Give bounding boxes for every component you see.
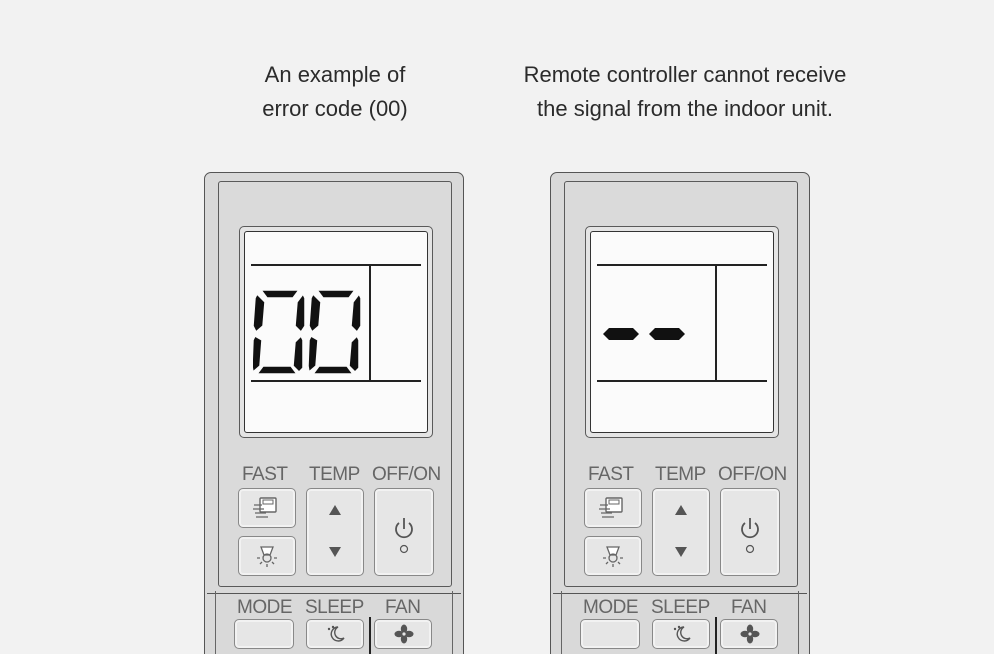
lcd-bottom-line — [597, 380, 767, 382]
down-arrow-icon — [675, 547, 687, 557]
remote-lower-inner — [215, 591, 453, 654]
light-button[interactable] — [238, 536, 296, 576]
caption-right-line1: Remote controller cannot receive — [523, 62, 847, 87]
fan-button[interactable] — [374, 619, 432, 649]
fast-label: FAST — [588, 464, 634, 485]
sleep-icon — [327, 625, 345, 642]
up-arrow-icon — [329, 505, 341, 515]
light-button[interactable] — [584, 536, 642, 576]
fan-label: FAN — [385, 597, 421, 618]
fast-cool-icon — [253, 497, 277, 518]
sleep-icon — [673, 625, 691, 642]
fast-label: FAST — [242, 464, 288, 485]
mode-label: MODE — [583, 597, 639, 618]
power-icon — [395, 518, 413, 554]
lcd-top-line — [251, 264, 421, 266]
lcd-display: -- — [590, 231, 774, 433]
fast-button[interactable] — [238, 488, 296, 528]
remote-controller-right: -- FAST TEMP OFF/ON — [550, 172, 810, 654]
lcd-top-line — [597, 264, 767, 266]
power-button[interactable] — [374, 488, 434, 576]
caption-left-line1: An example of — [264, 62, 406, 87]
lcd-divider — [369, 264, 371, 382]
fan-button[interactable] — [720, 619, 778, 649]
power-icon — [741, 518, 759, 554]
lcd-display: 00 — [244, 231, 428, 433]
fan-icon — [394, 624, 414, 644]
fan-label: FAN — [731, 597, 767, 618]
light-icon — [257, 546, 277, 567]
sleep-button[interactable] — [306, 619, 364, 649]
mode-button[interactable] — [580, 619, 640, 649]
temp-label: TEMP — [309, 464, 360, 485]
up-arrow-icon — [675, 505, 687, 515]
lcd-frame: -- — [585, 226, 779, 438]
caption-right-line2: the signal from the indoor unit. — [537, 96, 833, 121]
sleep-label: SLEEP — [651, 597, 710, 618]
power-button[interactable] — [720, 488, 780, 576]
mode-button[interactable] — [234, 619, 294, 649]
off-on-label: OFF/ON — [372, 464, 441, 485]
mode-label: MODE — [237, 597, 293, 618]
remote-upper-panel: 00 — [218, 181, 452, 587]
caption-left-line2: error code (00) — [262, 96, 408, 121]
lcd-bottom-line — [251, 380, 421, 382]
remote-controller-left: 00 — [204, 172, 464, 654]
caption-error-code-example: An example of error code (00) — [215, 58, 455, 126]
lower-divider — [369, 617, 371, 654]
lcd-digits-dashes: -- — [603, 328, 685, 340]
caption-signal-not-received: Remote controller cannot receive the sig… — [470, 58, 900, 126]
temp-button[interactable] — [652, 488, 710, 576]
lcd-divider — [715, 264, 717, 382]
remote-upper-panel: -- FAST TEMP OFF/ON — [564, 181, 798, 587]
lcd-frame: 00 — [239, 226, 433, 438]
sleep-button[interactable] — [652, 619, 710, 649]
remote-lower-panel — [207, 593, 461, 654]
remote-lower-inner — [561, 591, 799, 654]
lcd-digits-00: 00 — [253, 289, 362, 375]
sleep-label: SLEEP — [305, 597, 364, 618]
temp-button[interactable] — [306, 488, 364, 576]
light-icon — [603, 546, 623, 567]
fan-icon — [740, 624, 760, 644]
down-arrow-icon — [329, 547, 341, 557]
temp-label: TEMP — [655, 464, 706, 485]
fast-button[interactable] — [584, 488, 642, 528]
off-on-label: OFF/ON — [718, 464, 787, 485]
remote-lower-panel — [553, 593, 807, 654]
lower-divider — [715, 617, 717, 654]
fast-cool-icon — [599, 497, 623, 518]
